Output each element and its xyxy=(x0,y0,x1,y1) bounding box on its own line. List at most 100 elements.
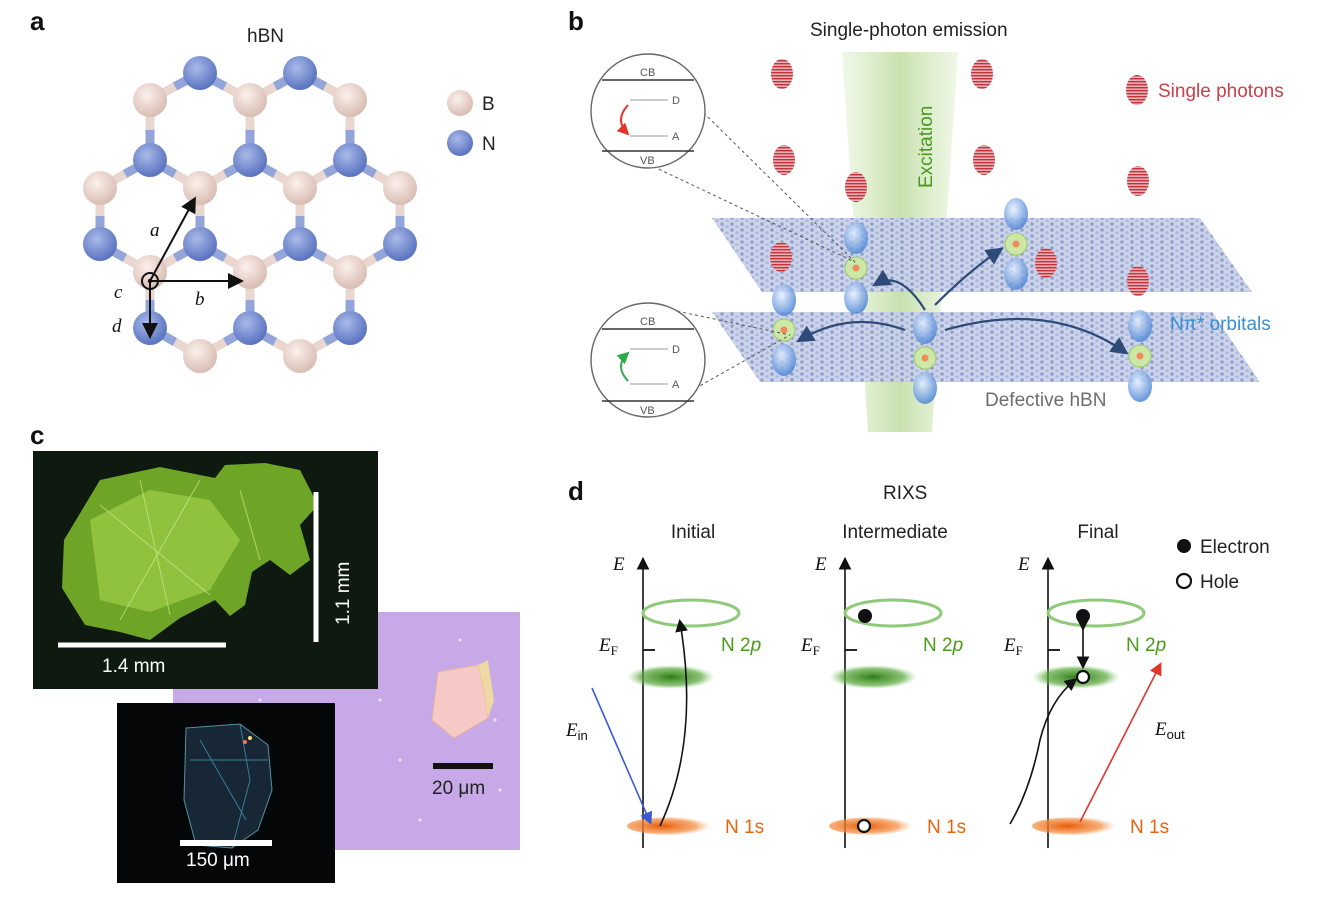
orbital-lobe xyxy=(1004,198,1028,230)
boron-atom xyxy=(333,255,367,289)
n1s-label: N 1s xyxy=(725,817,764,838)
defect-core xyxy=(1012,240,1020,248)
inset-top: CB VB D A xyxy=(590,53,856,263)
single-photon xyxy=(1127,166,1149,196)
single-photon xyxy=(770,242,792,272)
legend-nitrogen-swatch xyxy=(447,130,473,156)
boron-atom xyxy=(83,171,117,205)
hole xyxy=(1075,669,1091,685)
orbital-lobe xyxy=(913,372,937,404)
orbital-lobe xyxy=(1004,258,1028,290)
hole-legend-label: Hole xyxy=(1200,572,1239,593)
fermi-label: EF xyxy=(598,635,618,658)
hbn-sheet-top xyxy=(712,218,1252,292)
e-out-arrow xyxy=(1079,662,1162,823)
scale-label-horizontal: 1.4 mm xyxy=(102,656,165,677)
boron-atom xyxy=(233,83,267,117)
single-photon xyxy=(973,145,995,175)
hole-legend-marker xyxy=(1175,572,1193,590)
electron xyxy=(1076,609,1090,623)
legend-boron-label: B xyxy=(482,94,495,115)
e-out-label: Eout xyxy=(1154,719,1185,742)
nitrogen-atom xyxy=(133,143,167,177)
stage-label: Intermediate xyxy=(842,522,948,543)
n2p-band xyxy=(829,665,917,689)
speck xyxy=(258,698,262,702)
n1s-label: N 1s xyxy=(1130,817,1169,838)
boron-atom xyxy=(383,171,417,205)
n1s-core xyxy=(829,817,917,835)
nitrogen-atom xyxy=(83,227,117,261)
panel-letter-c: c xyxy=(30,420,44,450)
defect-core xyxy=(780,326,788,334)
transfer-arrows xyxy=(796,247,1129,355)
micrograph-small: 150 μm xyxy=(117,703,335,883)
unoccupied-orbital xyxy=(843,598,943,628)
defect-core xyxy=(921,354,929,362)
speck xyxy=(378,698,382,702)
svg-text:D: D xyxy=(672,95,680,107)
panel-letter-b: b xyxy=(568,6,584,36)
vector-c-label: c xyxy=(114,282,123,303)
speck xyxy=(418,818,422,822)
defect-core xyxy=(852,264,860,272)
nitrogen-atom xyxy=(233,311,267,345)
stage-label: Initial xyxy=(671,522,715,543)
micrograph-large: 1.1 mm 1.4 mm xyxy=(33,451,378,689)
single-photon xyxy=(773,145,795,175)
orbital-lobe xyxy=(1128,370,1152,402)
boron-atom xyxy=(183,171,217,205)
boron-atom xyxy=(183,339,217,373)
svg-text:VB: VB xyxy=(640,405,655,417)
speck xyxy=(398,758,402,762)
panel-b-title: Single-photon emission xyxy=(810,20,1008,41)
boron-atom xyxy=(333,83,367,117)
svg-text:A: A xyxy=(672,379,680,391)
nitrogen-atom xyxy=(333,311,367,345)
nitrogen-atom xyxy=(183,56,217,90)
n2p-band xyxy=(627,665,715,689)
n2p-label: N 2p xyxy=(721,635,761,656)
speck xyxy=(498,788,502,792)
inset-top-circle xyxy=(590,53,706,169)
speck xyxy=(493,718,497,722)
legend-boron-swatch xyxy=(447,90,473,116)
unoccupied-orbital xyxy=(1046,598,1146,628)
photon-legend: Single photons xyxy=(1126,75,1284,105)
fermi-label: EF xyxy=(800,635,820,658)
panel-a-title: hBN xyxy=(247,26,284,47)
panel-d-title: RIXS xyxy=(883,483,927,504)
inset-bottom: CB VB D A xyxy=(590,302,791,418)
orbital-lobe xyxy=(844,282,868,314)
single-photon xyxy=(1127,266,1149,296)
lattice-atoms xyxy=(83,56,417,373)
boron-atom xyxy=(133,83,167,117)
nitrogen-atom xyxy=(383,227,417,261)
svg-text:CB: CB xyxy=(640,67,655,79)
flake-small xyxy=(184,724,272,848)
legend-nitrogen-label: N xyxy=(482,134,496,155)
scale-label-purple: 20 μm xyxy=(432,778,485,799)
vector-b-label: b xyxy=(195,289,205,310)
hbn-sheet-bottom xyxy=(712,312,1260,382)
stage-label: Final xyxy=(1077,522,1118,543)
orbital-lobe xyxy=(1128,310,1152,342)
n1s-core xyxy=(1032,817,1120,835)
defective-hbn-label: Defective hBN xyxy=(985,390,1106,411)
nitrogen-atom xyxy=(233,143,267,177)
scale-bar-purple xyxy=(433,763,493,769)
nitrogen-atom xyxy=(183,227,217,261)
orbital-lobe xyxy=(844,222,868,254)
svg-text:VB: VB xyxy=(640,155,655,167)
lattice-vectors: a b c d xyxy=(112,196,244,339)
excitation-arrow xyxy=(659,618,688,827)
svg-text:D: D xyxy=(672,344,680,356)
vector-a-label: a xyxy=(150,220,160,241)
hole xyxy=(856,818,872,834)
energy-axis-label: E xyxy=(1017,554,1030,575)
orbital-lobe xyxy=(772,284,796,316)
single-photon xyxy=(771,59,793,89)
defect-core xyxy=(1136,352,1144,360)
